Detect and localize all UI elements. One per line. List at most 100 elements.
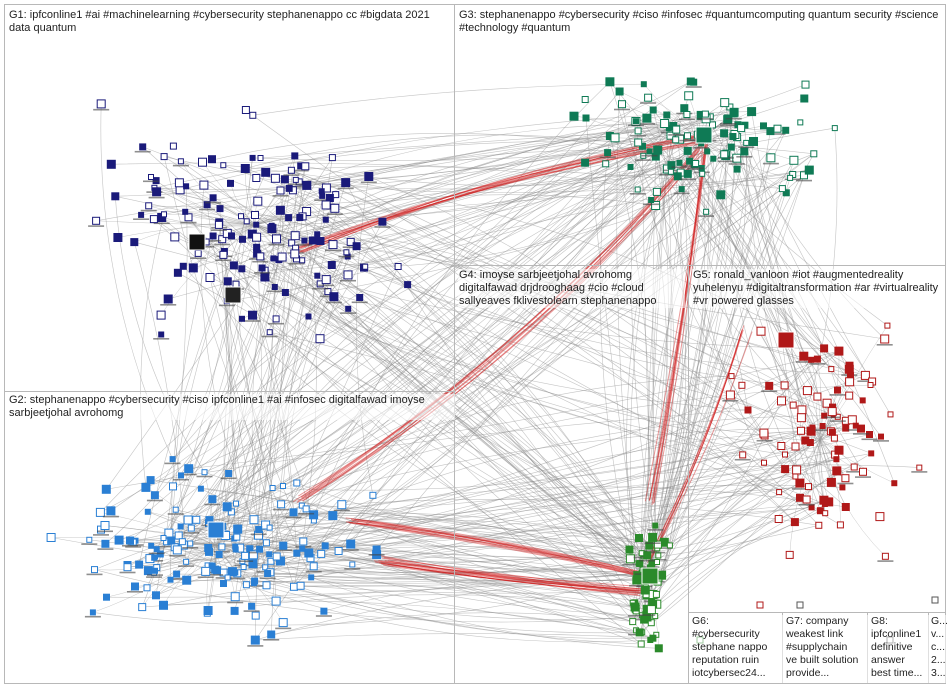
node-icon xyxy=(792,465,802,475)
node-label-mark xyxy=(673,192,690,195)
node-icon xyxy=(277,252,287,262)
node-label-mark xyxy=(283,174,300,176)
node-icon xyxy=(648,197,655,203)
node-icon xyxy=(256,545,264,553)
node-label-mark xyxy=(146,576,163,578)
edge-heavy xyxy=(647,329,744,560)
edge xyxy=(135,486,809,541)
edge-heavy xyxy=(349,522,642,578)
edge xyxy=(51,537,658,574)
node-icon xyxy=(272,234,281,244)
edge xyxy=(231,235,643,633)
node-label-mark xyxy=(855,476,871,478)
group-label-g3: G3: stephanenappo #cybersecurity #ciso #… xyxy=(458,9,942,35)
edge xyxy=(240,215,866,376)
edge xyxy=(687,173,832,483)
node-icon xyxy=(243,218,250,225)
edge xyxy=(643,175,805,557)
node-icon xyxy=(144,508,151,515)
edge xyxy=(153,218,642,645)
node-icon xyxy=(891,480,898,487)
edge xyxy=(270,97,649,573)
hub-avatar xyxy=(207,521,225,539)
edge xyxy=(89,539,653,598)
node-icon xyxy=(328,240,338,250)
node-icon xyxy=(634,138,643,147)
edge xyxy=(177,162,680,551)
node-icon xyxy=(101,484,111,494)
node-icon xyxy=(309,510,319,520)
edge xyxy=(291,170,846,508)
node-icon xyxy=(318,188,325,195)
node-icon xyxy=(220,162,227,169)
node-icon xyxy=(209,194,217,202)
node-label-mark xyxy=(824,416,841,419)
node-label-mark xyxy=(160,304,177,306)
node-label-mark xyxy=(736,156,753,158)
node-icon xyxy=(220,580,227,587)
node-icon xyxy=(301,162,310,171)
node-icon xyxy=(201,469,208,476)
node-label-mark xyxy=(263,639,280,641)
edge xyxy=(656,118,710,605)
node-label-mark xyxy=(291,185,308,188)
node-icon xyxy=(867,382,874,388)
edge-heavy xyxy=(345,521,640,574)
node-icon xyxy=(378,217,387,226)
node-icon xyxy=(249,154,256,161)
edge xyxy=(282,252,347,487)
node-icon xyxy=(160,535,167,541)
node-icon xyxy=(261,167,271,177)
node-icon xyxy=(148,174,154,180)
node-icon xyxy=(271,284,278,290)
node-icon xyxy=(880,334,890,344)
edge-heavy xyxy=(651,147,706,506)
edge xyxy=(638,157,772,564)
node-icon xyxy=(233,500,239,507)
node-icon xyxy=(267,630,276,639)
edge xyxy=(271,151,708,227)
node-icon xyxy=(248,310,257,320)
edge xyxy=(154,221,247,496)
node-icon xyxy=(663,111,671,119)
node-label-mark xyxy=(296,244,313,246)
node-icon xyxy=(106,159,116,169)
edge xyxy=(347,125,674,257)
edge xyxy=(348,308,650,546)
edge xyxy=(156,173,703,550)
node-icon xyxy=(253,196,263,206)
node-label-mark xyxy=(273,508,290,511)
node-icon xyxy=(239,315,245,322)
node-label-mark xyxy=(243,610,260,612)
node-icon xyxy=(729,109,738,118)
node-label-mark xyxy=(791,488,808,490)
edge xyxy=(235,430,802,550)
node-label-mark xyxy=(829,394,846,396)
node-icon xyxy=(868,450,875,457)
node-icon xyxy=(95,507,105,517)
node-icon xyxy=(346,539,356,549)
node-icon xyxy=(649,634,657,642)
edge xyxy=(293,585,636,608)
group-box-g2 xyxy=(4,391,455,684)
node-label-mark xyxy=(214,243,231,246)
node-icon xyxy=(317,549,326,558)
node-icon xyxy=(141,482,151,492)
node-icon xyxy=(756,601,764,609)
node-label-mark xyxy=(148,196,165,199)
node-icon xyxy=(343,270,353,280)
node-icon xyxy=(781,465,790,474)
node-label-mark xyxy=(182,547,199,549)
node-label-mark xyxy=(93,534,109,536)
node-icon xyxy=(239,235,246,243)
node-icon xyxy=(834,445,844,455)
node-label-mark xyxy=(911,471,928,473)
node-label-mark xyxy=(628,614,645,617)
edge xyxy=(242,239,640,539)
edge xyxy=(94,427,846,570)
node-icon xyxy=(264,570,272,577)
node-label-mark xyxy=(762,162,779,165)
node-label-mark xyxy=(641,154,658,157)
edge xyxy=(651,131,771,598)
